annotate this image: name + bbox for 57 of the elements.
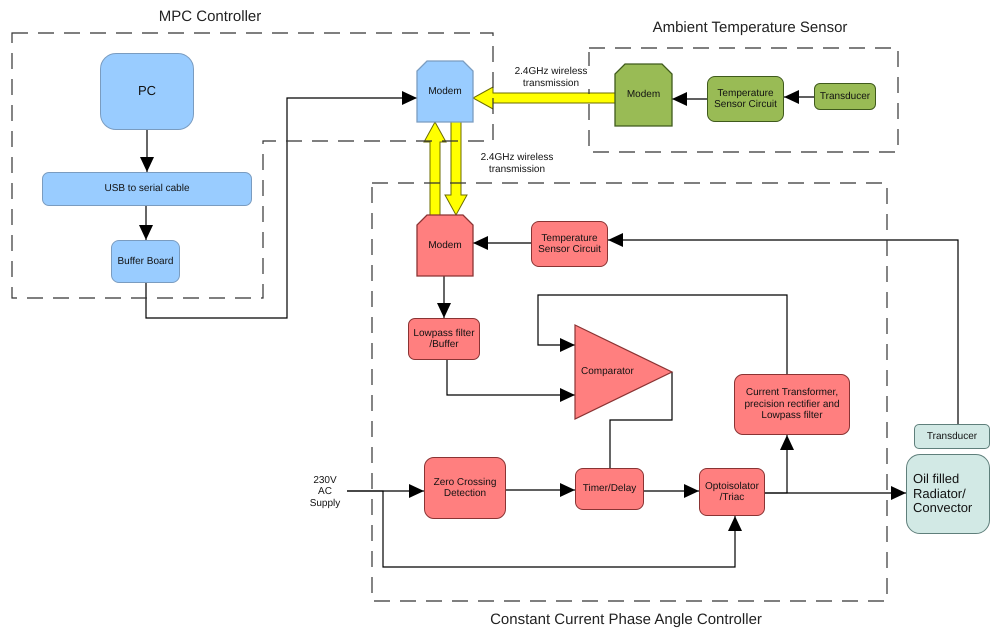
comparator-triangle	[575, 325, 672, 419]
arrow	[784, 90, 814, 104]
arrow	[437, 276, 451, 318]
supply-label: 230V AC Supply	[308, 474, 342, 510]
box-label: Temperature Sensor Circuit	[537, 232, 602, 256]
process-box	[914, 424, 990, 449]
process-box	[734, 374, 850, 435]
process-box	[575, 468, 644, 510]
box-label: Zero Crossing Detection	[432, 476, 498, 500]
process-box	[814, 83, 876, 110]
box-label: Timer/Delay	[582, 483, 638, 495]
arrow	[644, 484, 699, 498]
box-label: Optoisolator /Triac	[704, 480, 760, 504]
arrow	[765, 435, 794, 494]
group-heading: Constant Current Phase Angle Controller	[490, 611, 762, 628]
box-label: Lowpass filter /Buffer	[412, 328, 476, 350]
process-box	[100, 53, 194, 130]
box-label: Transducer	[926, 430, 978, 442]
box-label: Modem	[427, 240, 463, 252]
process-box	[906, 454, 990, 534]
box-label: Transducer	[818, 90, 872, 102]
dashed-group-frame	[372, 183, 887, 601]
box-label: PC	[136, 84, 158, 99]
process-box	[42, 172, 252, 206]
block-arrow	[423, 120, 447, 216]
box-label: Oil filled Radiator/ Convector	[912, 472, 974, 516]
process-box	[424, 457, 506, 519]
block-arrow	[444, 122, 468, 216]
arrow	[139, 206, 153, 240]
modem-box	[417, 215, 473, 276]
group-heading: Ambient Temperature Sensor	[652, 19, 848, 36]
box-label: USB to serial cable	[103, 183, 191, 195]
block-arrow	[472, 86, 616, 110]
arrow	[473, 236, 531, 250]
process-box	[531, 221, 608, 267]
arrow	[672, 92, 707, 106]
arrow	[347, 490, 742, 568]
box-label: Temperature Sensor Circuit	[713, 88, 778, 110]
group-heading: MPC Controller	[158, 8, 262, 25]
box-label: Current Transformer, precision rectifier and Lowpass filter	[743, 387, 841, 422]
arrow	[145, 91, 417, 319]
box-label: Buffer Board	[116, 256, 174, 268]
arrow	[608, 233, 959, 424]
process-box	[699, 468, 765, 516]
modem-box	[417, 61, 473, 122]
arrow	[506, 483, 575, 497]
box-label: Modem	[626, 89, 662, 101]
box-label: Modem	[427, 86, 463, 98]
process-box	[707, 76, 784, 122]
process-box	[408, 318, 480, 360]
arrow	[446, 360, 575, 402]
arrow	[537, 294, 788, 374]
dashed-group-frame	[589, 48, 898, 152]
arrow	[140, 130, 154, 172]
process-box	[111, 240, 180, 283]
box-label: Comparator	[580, 366, 635, 378]
modem-box	[615, 64, 672, 126]
